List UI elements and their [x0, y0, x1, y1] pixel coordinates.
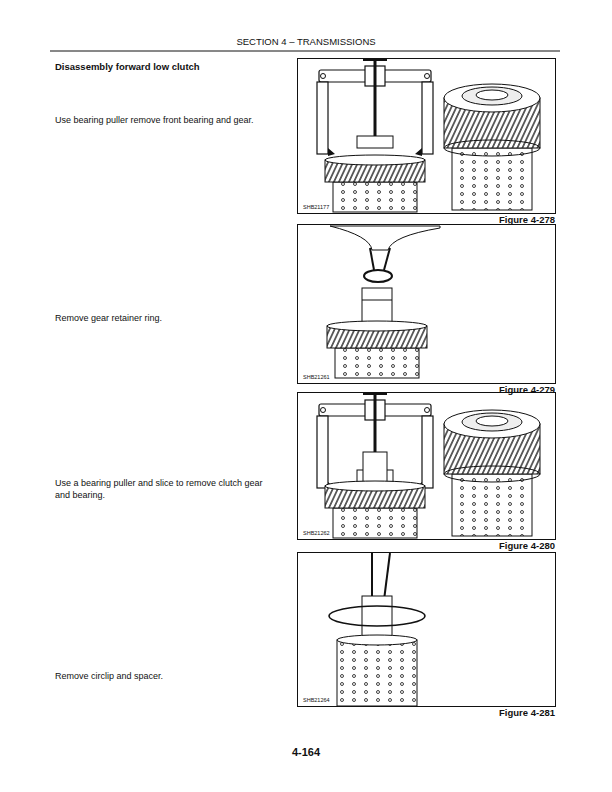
figure-caption: Figure 4-279	[499, 384, 555, 395]
drawing-code: SHB21177	[303, 204, 329, 210]
drawing-code: SHB21262	[303, 530, 330, 536]
drawing-code: SHB21261	[303, 374, 330, 380]
figure-frame: SHB21264Figure 4-281	[297, 552, 556, 707]
instruction: Remove circlip and spacer.	[55, 671, 290, 683]
instruction: Remove gear retainer ring.	[55, 313, 290, 325]
drawing-code: SHB21264	[303, 697, 330, 703]
sub-heading: Disassembly forward low clutch	[55, 61, 285, 73]
figure-frame: SHB21261Figure 4-279	[297, 224, 556, 384]
figure-caption: Figure 4-280	[499, 540, 555, 551]
section-heading: SECTION 4 – TRANSMISSIONS	[0, 36, 612, 48]
figure-caption: Figure 4-281	[499, 707, 555, 718]
figure-frame: SHB21262Figure 4-280	[297, 392, 556, 540]
figure-frame: SHB21177Figure 4-278	[297, 58, 556, 214]
page-number: 4-164	[256, 745, 356, 759]
instruction: Use bearing puller remove front bearing …	[55, 115, 290, 127]
instruction: Use a bearing puller and slice to remove…	[55, 478, 280, 501]
